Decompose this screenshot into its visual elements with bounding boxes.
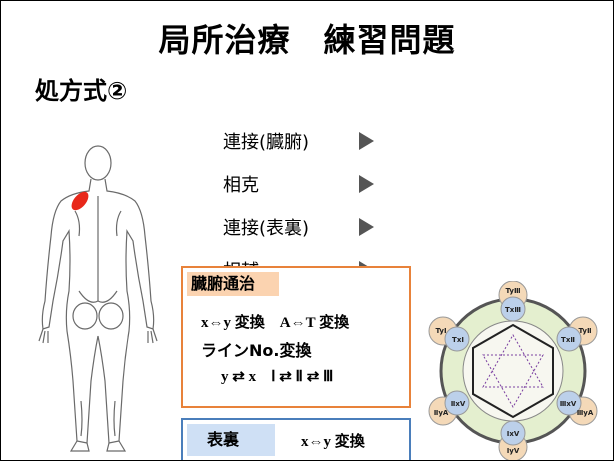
hyouri-value: x⇔y 変換	[301, 434, 365, 450]
line-number-conversion-detail: y ⇄ x Ⅰ ⇄ Ⅱ ⇄ Ⅲ	[221, 369, 334, 385]
meridian-hexagon-diagram: TyⅢ TxⅢ ⅠxV ⅠyV TyⅠ TxⅠ TyⅡ TxⅡ ⅡyA ⅡxV …	[428, 281, 598, 460]
line-number-conversion-label: ラインNo.変換	[201, 341, 312, 360]
node-lower-left-inner: ⅡxV	[451, 400, 466, 408]
inner-hexagon	[472, 323, 554, 419]
play-arrow-icon	[359, 132, 374, 150]
rule-label: 連接(臓腑)	[223, 132, 310, 153]
node-lower-right-inner: ⅢxV	[560, 400, 577, 408]
node-bottom-inner: ⅠxV	[507, 430, 520, 438]
rule-renzetsu-zoufu: 連接(臓腑)	[223, 128, 374, 154]
rule-label: 連接(表裏)	[223, 218, 310, 239]
node-bottom-outer: ⅠyV	[507, 447, 520, 455]
slide-title: 局所治療 練習問題	[158, 21, 456, 59]
zoufu-tsuuji-box: 臓腑通治 x⇔y 変換 A⇔T 変換 ラインNo.変換 y ⇄ x Ⅰ ⇄ Ⅱ …	[181, 266, 411, 408]
play-arrow-icon	[359, 175, 374, 193]
hyouri-header: 表裏	[187, 424, 275, 456]
node-upper-left-outer: TyⅠ	[435, 327, 446, 335]
treatment-point-marker	[71, 191, 89, 211]
node-upper-left-inner: TxⅠ	[452, 336, 464, 344]
play-arrow-icon	[359, 218, 374, 236]
node-lower-left-outer: ⅡyA	[434, 409, 449, 417]
node-top-outer: TyⅢ	[505, 287, 520, 295]
node-upper-right-inner: TxⅡ	[561, 336, 575, 344]
rule-soukoku: 相克	[223, 171, 374, 197]
prescription-heading: 処方式②	[35, 77, 128, 105]
rule-renzetsu-hyouri: 連接(表裏)	[223, 214, 374, 240]
rule-label: 相克	[223, 175, 259, 196]
hyouri-box: 表裏 x⇔y 変換	[181, 418, 411, 460]
zoufu-conversion-line: x⇔y 変換 A⇔T 変換	[201, 315, 350, 331]
body-back-view-figure	[38, 145, 158, 452]
zoufu-tsuuji-header: 臓腑通治	[187, 272, 279, 296]
node-upper-right-outer: TyⅡ	[578, 327, 591, 335]
node-lower-right-outer: ⅢyA	[577, 409, 594, 417]
node-top-inner: TxⅢ	[505, 306, 521, 314]
